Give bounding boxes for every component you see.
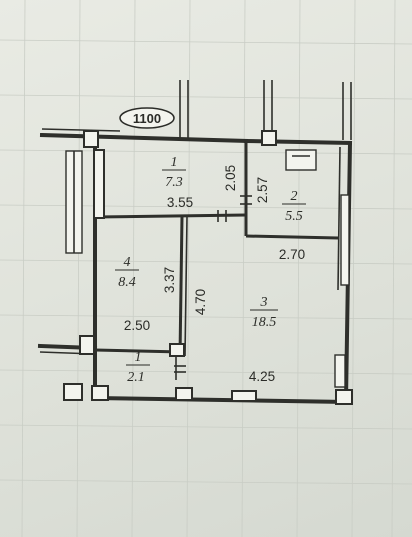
dimension-2-70: 2.70 <box>279 247 305 262</box>
room-1b-number: 1 <box>135 350 142 365</box>
room-4-number: 4 <box>124 255 131 270</box>
room-1b-label: 1 2.1 <box>126 350 150 385</box>
room-2-number: 2 <box>291 189 298 204</box>
room-4-label: 4 8.4 <box>115 255 139 290</box>
room-4-area: 8.4 <box>118 275 136 290</box>
dimension-3-55: 3.55 <box>167 195 193 210</box>
dimension-labels: 2.05 2.57 3.55 2.70 3.37 4.70 2.50 4.25 <box>124 165 305 384</box>
room-1-area: 7.3 <box>165 175 183 190</box>
interior-partitions <box>94 141 350 388</box>
plan-tag: 1100 <box>119 107 175 129</box>
dimension-4-25: 4.25 <box>249 369 275 384</box>
dimension-3-37: 3.37 <box>162 267 177 293</box>
structural-columns <box>63 130 353 405</box>
room-2-area: 5.5 <box>285 209 303 224</box>
dimension-2-50: 2.50 <box>124 318 150 333</box>
room-1-number: 1 <box>171 155 178 170</box>
room-1-label: 1 7.3 <box>162 155 186 190</box>
room-3-number: 3 <box>260 295 268 310</box>
dimension-4-70: 4.70 <box>193 289 208 315</box>
room-3-area: 18.5 <box>252 315 277 330</box>
plan-tag-label: 1100 <box>133 111 161 126</box>
room-1b-area: 2.1 <box>127 370 145 385</box>
room-3-label: 3 18.5 <box>250 295 278 330</box>
dimension-2-05: 2.05 <box>223 165 238 191</box>
dimension-2-57: 2.57 <box>255 177 270 203</box>
room-2-label: 2 5.5 <box>282 189 306 224</box>
